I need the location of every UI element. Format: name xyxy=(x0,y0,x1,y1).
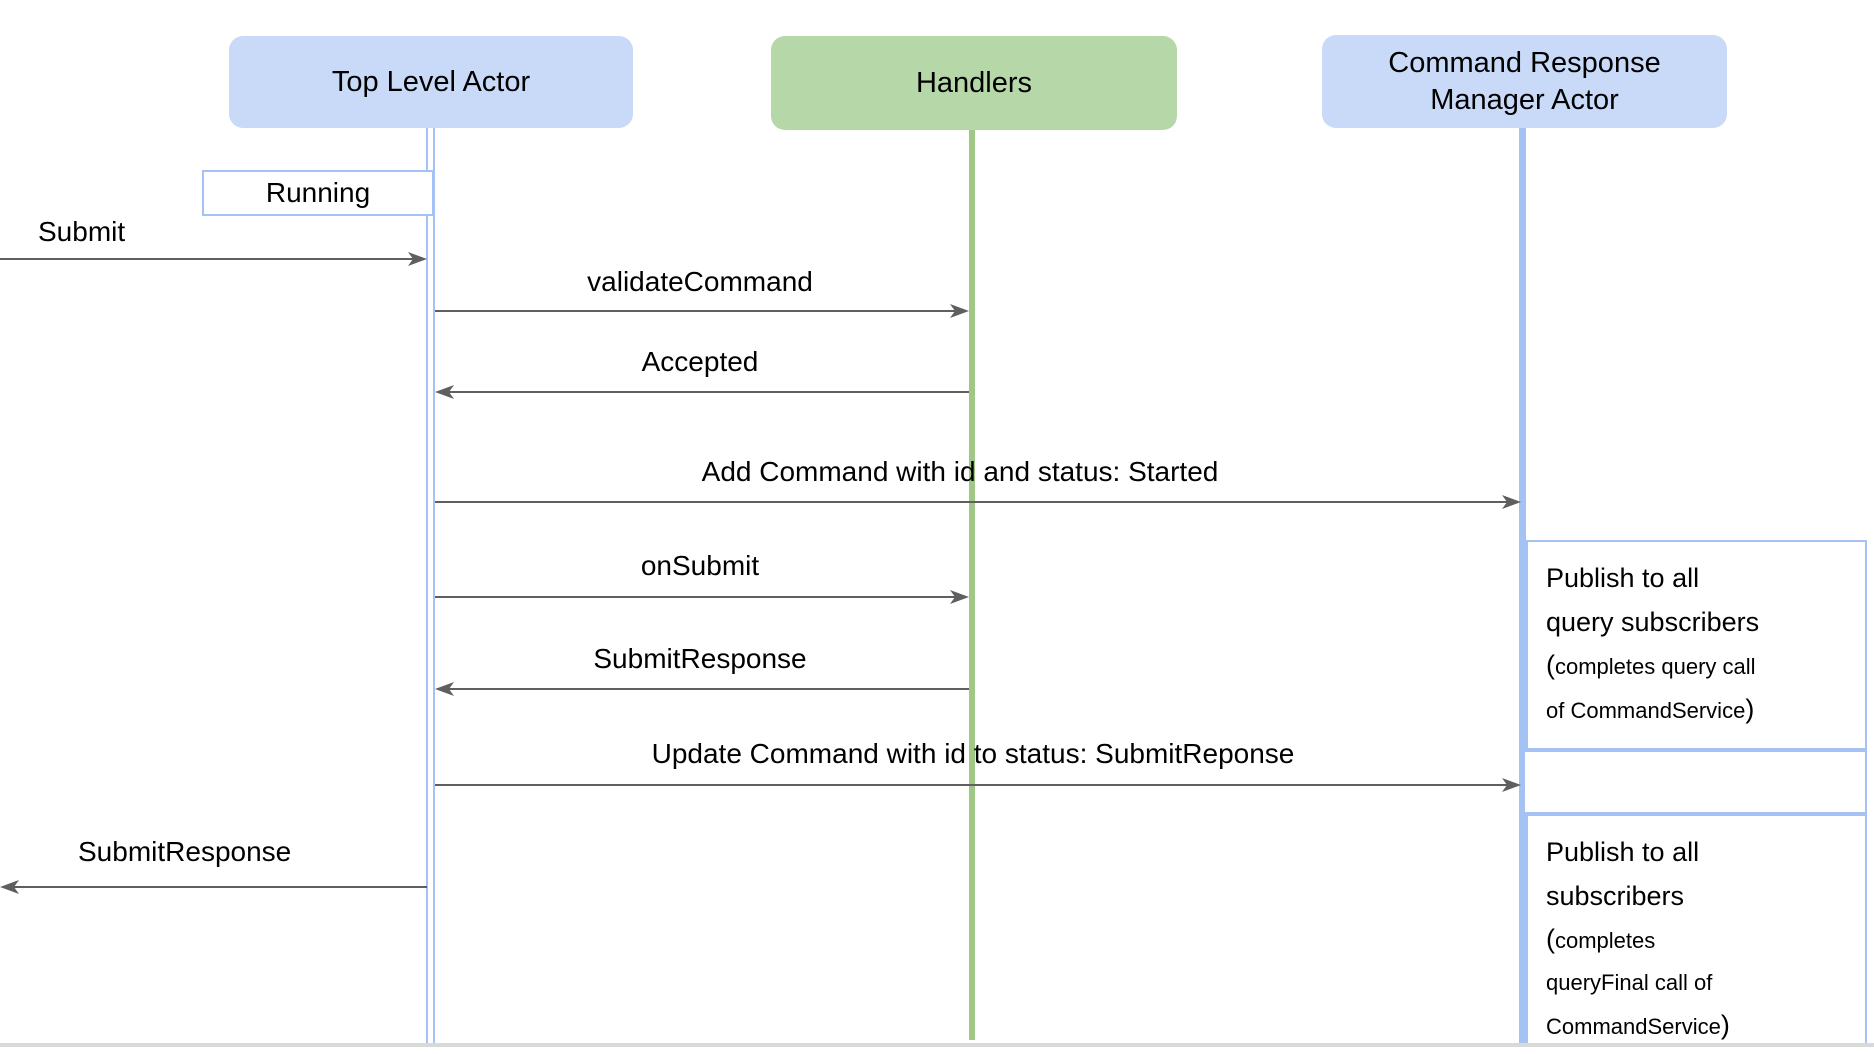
actor-label-line2: Manager Actor xyxy=(1430,83,1619,116)
note-line: queryFinal call of xyxy=(1546,970,1713,995)
message-label-update-command: Update Command with id to status: Submit… xyxy=(651,738,1295,769)
page-edge-divider xyxy=(0,1043,1874,1047)
note-line: (completes query call xyxy=(1546,650,1756,680)
arrowhead-right-icon xyxy=(1502,495,1521,509)
arrowhead-left-icon xyxy=(435,682,454,696)
arrowhead-left-icon xyxy=(0,880,19,894)
arrow-shaft xyxy=(435,309,956,312)
message-label-submit: Submit xyxy=(38,216,126,247)
arrowhead-left-icon xyxy=(435,385,454,399)
note-line: Publish to all xyxy=(1546,563,1700,593)
arrow-validate-command xyxy=(435,304,969,318)
arrow-update-command xyxy=(435,778,1521,792)
note-line: Publish to all xyxy=(1546,837,1700,867)
arrow-submit-response xyxy=(435,682,969,696)
message-label-validate-command: validateCommand xyxy=(587,266,813,297)
state-box-running: Running xyxy=(202,170,434,216)
note-publish-query-subscribers: Publish to all query subscribers (comple… xyxy=(1526,540,1867,750)
note-publish-all-subscribers: Publish to all subscribers (completes qu… xyxy=(1526,814,1867,1045)
actor-box-top-level-actor: Top Level Actor xyxy=(229,36,633,128)
actor-label-line1: Command Response xyxy=(1388,46,1661,79)
lifeline-handlers xyxy=(969,130,975,1040)
actor-box-command-response-manager: Command Response Manager Actor xyxy=(1322,35,1727,128)
actor-label: Handlers xyxy=(915,66,1033,99)
arrow-shaft xyxy=(435,783,1508,786)
arrow-submit-response-out xyxy=(0,880,427,894)
arrow-shaft xyxy=(435,595,956,598)
arrow-on-submit xyxy=(435,590,969,604)
state-label: Running xyxy=(265,177,371,208)
actor-label: Top Level Actor xyxy=(331,65,531,98)
arrowhead-right-icon xyxy=(408,252,427,266)
message-label-on-submit: onSubmit xyxy=(640,550,760,581)
note-line: of CommandService) xyxy=(1546,694,1755,724)
arrow-shaft xyxy=(448,687,969,690)
arrow-shaft xyxy=(435,500,1508,503)
arrowhead-right-icon xyxy=(1502,778,1521,792)
lifeline-command-response-manager xyxy=(1519,128,1526,1045)
arrow-shaft xyxy=(0,257,414,260)
arrow-accepted xyxy=(435,385,969,399)
note-line: query subscribers xyxy=(1546,607,1760,637)
note-line: subscribers xyxy=(1546,881,1685,911)
arrowhead-right-icon xyxy=(950,590,969,604)
arrow-shaft xyxy=(13,885,427,888)
message-label-add-command: Add Command with id and status: Started xyxy=(701,456,1219,487)
arrow-shaft xyxy=(448,390,969,393)
lifeline-top-level-actor xyxy=(426,128,435,1047)
arrow-submit xyxy=(0,252,427,266)
arrow-add-command xyxy=(435,495,1521,509)
message-label-accepted: Accepted xyxy=(641,346,759,377)
note-line: CommandService) xyxy=(1546,1010,1730,1040)
note-line: (completes xyxy=(1546,924,1656,954)
arrowhead-right-icon xyxy=(950,304,969,318)
message-label-submit-response-out: SubmitResponse xyxy=(78,836,292,867)
message-label-submit-response: SubmitResponse xyxy=(593,643,807,674)
actor-box-handlers: Handlers xyxy=(771,36,1177,130)
note-gap-box xyxy=(1523,750,1867,814)
